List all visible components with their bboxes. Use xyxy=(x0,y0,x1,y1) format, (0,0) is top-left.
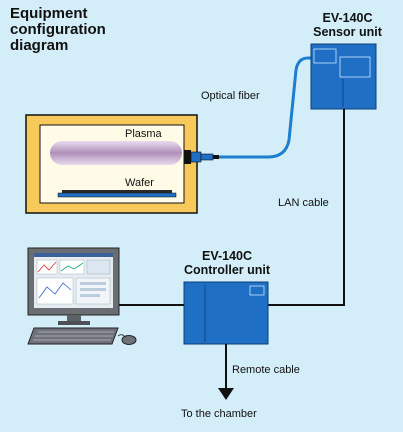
lan-cable xyxy=(265,109,345,306)
optical-fiber-label: Optical fiber xyxy=(201,90,260,102)
controller-unit-box xyxy=(183,281,269,345)
computer xyxy=(27,247,137,345)
to-chamber-label: To the chamber xyxy=(181,408,257,420)
remote-cable-label: Remote cable xyxy=(232,364,300,376)
fiber-connector xyxy=(190,151,202,163)
process-chamber xyxy=(25,114,219,214)
plasma-glow xyxy=(50,141,182,165)
lan-cable-label: LAN cable xyxy=(278,197,329,209)
plasma-label: Plasma xyxy=(125,128,162,140)
optical-fiber-cable xyxy=(219,56,312,159)
arrow-down-icon xyxy=(218,388,234,400)
diagram-title: Equipment configuration diagram xyxy=(10,5,106,54)
wafer-stage xyxy=(57,192,177,198)
viewport-flange xyxy=(184,150,191,164)
wafer-plate xyxy=(62,190,172,193)
wafer-label: Wafer xyxy=(125,177,154,189)
sensor-unit-label: EV-140C Sensor unit xyxy=(313,11,382,39)
controller-unit-label: EV-140C Controller unit xyxy=(183,249,271,277)
controller-unit xyxy=(183,281,269,345)
sensor-unit xyxy=(310,43,377,110)
mouse xyxy=(121,335,137,345)
sensor-unit-box xyxy=(310,43,377,110)
